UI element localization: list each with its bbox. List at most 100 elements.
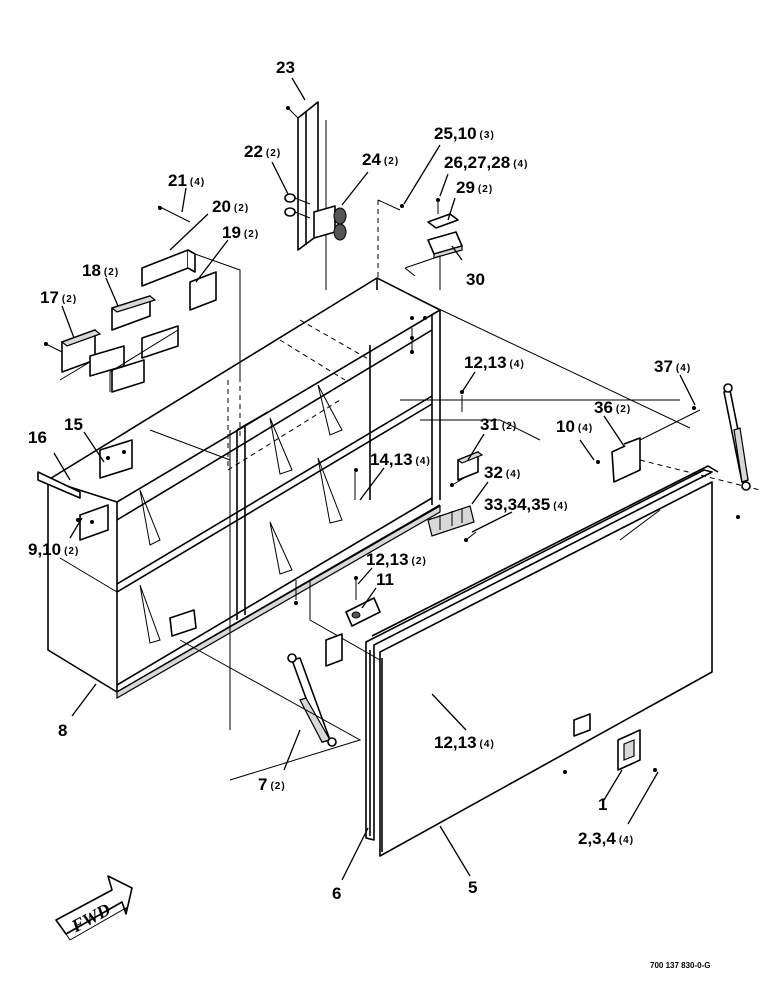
callout-c11: 11: [376, 570, 394, 589]
callout-c30: 30: [466, 270, 485, 289]
callout-number: 25,10: [434, 124, 477, 143]
callout-number: 18: [82, 261, 101, 280]
callout-number: 32: [484, 463, 503, 482]
callout-number: 12,13: [434, 733, 477, 752]
gas-strut-7: [149, 429, 362, 781]
callout-quantity: (4): [676, 363, 691, 374]
callout-quantity: (4): [190, 177, 205, 188]
callout-quantity: (2): [502, 421, 517, 432]
callout-c37: 37(4): [654, 357, 691, 376]
callout-number: 36: [594, 398, 613, 417]
callout-quantity: (4): [513, 159, 528, 170]
forward-arrow-icon: FWD: [55, 875, 133, 941]
callout-c10: 10(4): [556, 417, 593, 436]
callout-labels: 2322(2)24(2)25,10(3)26,27,28(4)29(2)21(4…: [28, 58, 691, 903]
latch-plates-17-21: [44, 205, 241, 393]
callout-quantity: (3): [480, 130, 495, 141]
callout-c9: 9,10(2): [28, 540, 79, 559]
callout-c2: 2,3,4(4): [578, 829, 634, 848]
callout-c1: 1: [598, 795, 607, 814]
bracket-23: [284, 101, 347, 290]
callout-c26: 26,27,28(4): [444, 153, 528, 172]
callout-number: 20: [212, 197, 231, 216]
callout-number: 6: [332, 884, 341, 903]
callout-c17: 17(2): [40, 288, 77, 307]
callout-number: 33,34,35: [484, 495, 550, 514]
callout-quantity: (2): [62, 294, 77, 305]
callout-quantity: (2): [478, 184, 493, 195]
callout-number: 26,27,28: [444, 153, 510, 172]
callout-c8: 8: [58, 721, 67, 740]
hinge-parts-25-30: [377, 198, 463, 354]
callout-c23: 23: [276, 58, 295, 77]
callout-quantity: (2): [270, 781, 285, 792]
callout-number: 24: [362, 150, 381, 169]
callout-c24: 24(2): [362, 150, 399, 169]
callout-c21: 21(4): [168, 171, 205, 190]
callout-c15: 15: [64, 415, 83, 434]
door-5: [365, 399, 761, 857]
callout-c25: 25,10(3): [434, 124, 495, 143]
callout-number: 19: [222, 223, 241, 242]
callout-number: 12,13: [464, 353, 507, 372]
callout-quantity: (4): [506, 469, 521, 480]
left-brackets-9-16: [37, 439, 133, 541]
callout-number: 2,3,4: [578, 829, 616, 848]
callout-quantity: (4): [578, 423, 593, 434]
callout-number: 9,10: [28, 540, 61, 559]
callout-c33: 33,34,35(4): [484, 495, 568, 514]
callout-c18: 18(2): [82, 261, 119, 280]
callout-number: 37: [654, 357, 673, 376]
callout-quantity: (2): [266, 148, 281, 159]
callout-number: 30: [466, 270, 485, 289]
callout-number: 17: [40, 288, 59, 307]
callout-number: 15: [64, 415, 83, 434]
callout-c16: 16: [28, 428, 47, 447]
callout-number: 11: [376, 570, 394, 589]
callout-number: 8: [58, 721, 67, 740]
callout-c29: 29(2): [456, 178, 493, 197]
callout-quantity: (2): [244, 229, 259, 240]
leader-lines: [53, 77, 696, 881]
callout-quantity: (4): [510, 359, 525, 370]
callout-quantity: (4): [619, 835, 634, 846]
callout-c7: 7(2): [258, 775, 286, 794]
callout-number: 31: [480, 415, 499, 434]
callout-quantity: (2): [234, 203, 249, 214]
callout-c20: 20(2): [212, 197, 249, 216]
callout-c14: 14,13(4): [370, 450, 431, 469]
drawing-number: 700 137 830-0-G: [650, 961, 711, 970]
callout-number: 29: [456, 178, 475, 197]
callout-quantity: (2): [64, 546, 79, 557]
gas-strut-37: [419, 299, 751, 491]
callout-c32: 32(4): [484, 463, 521, 482]
callout-c36: 36(2): [594, 398, 631, 417]
callout-c12c: 12,13(4): [434, 733, 495, 752]
callout-c6: 6: [332, 884, 341, 903]
callout-number: 7: [258, 775, 267, 794]
callout-quantity: (4): [553, 501, 568, 512]
callout-number: 16: [28, 428, 47, 447]
callout-quantity: (4): [480, 739, 495, 750]
callout-quantity: (2): [104, 267, 119, 278]
callout-number: 23: [276, 58, 295, 77]
callout-number: 5: [468, 878, 477, 897]
callout-number: 21: [168, 171, 187, 190]
callout-quantity: (2): [616, 404, 631, 415]
callout-number: 1: [598, 795, 607, 814]
callout-quantity: (4): [416, 456, 431, 467]
callout-c12b: 12,13(2): [366, 550, 427, 569]
callout-c19: 19(2): [222, 223, 259, 242]
callout-c12a: 12,13(4): [464, 353, 525, 372]
callout-number: 22: [244, 142, 263, 161]
callout-number: 14,13: [370, 450, 413, 469]
callout-c31: 31(2): [480, 415, 517, 434]
callout-c5: 5: [468, 878, 477, 897]
callout-quantity: (2): [384, 156, 399, 167]
callout-c22: 22(2): [244, 142, 281, 161]
callout-number: 12,13: [366, 550, 409, 569]
support-parts-11-12: [169, 576, 381, 667]
callout-quantity: (2): [412, 556, 427, 567]
callout-number: 10: [556, 417, 575, 436]
